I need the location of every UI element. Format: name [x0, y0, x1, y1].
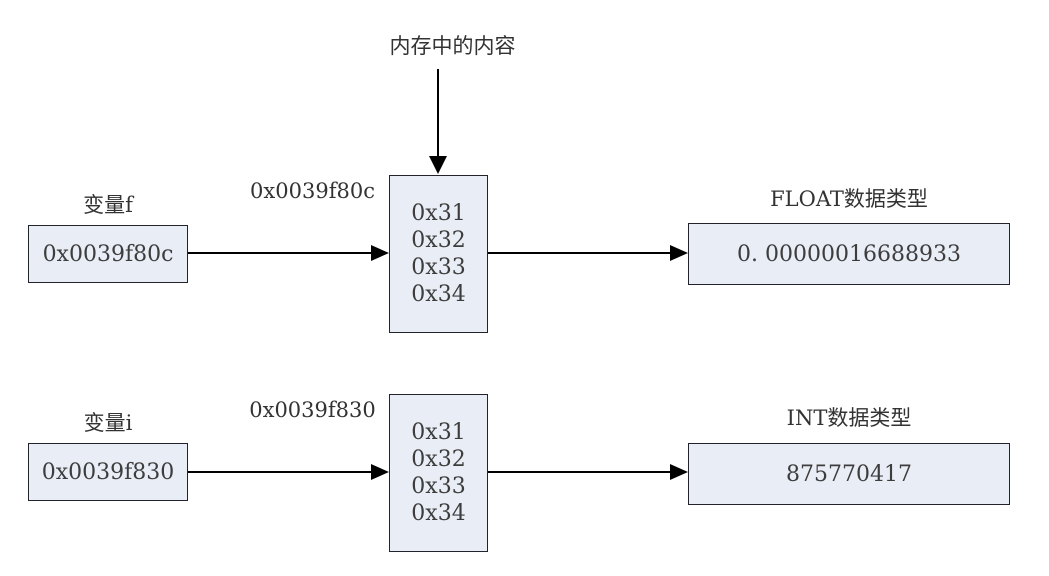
down-arrow-line	[437, 69, 439, 157]
arrow-head-i-to-memory-icon	[371, 464, 389, 480]
memory-address-label-f: 0x0039f80c	[250, 179, 375, 203]
var-f-label: 变量f	[83, 193, 133, 217]
memory-byte: 0x34	[411, 501, 466, 526]
arrow-head-f-to-memory-icon	[371, 245, 389, 261]
arrow-line-i-to-memory	[188, 471, 373, 473]
memory-box-i: 0x31 0x32 0x33 0x34	[389, 394, 488, 552]
memory-byte: 0x33	[411, 474, 466, 499]
var-i-address-box: 0x0039f830	[28, 443, 188, 501]
memory-byte: 0x33	[411, 255, 466, 280]
var-i-address-value: 0x0039f830	[41, 459, 175, 485]
arrow-head-memory-to-float-icon	[670, 245, 688, 261]
float-value: 0. 00000016688933	[737, 241, 961, 267]
memory-address-label-i: 0x0039f830	[249, 398, 376, 422]
arrow-line-memory-to-float	[488, 252, 671, 254]
float-type-label: FLOAT数据类型	[770, 187, 928, 211]
memory-byte: 0x31	[411, 420, 466, 445]
arrow-line-f-to-memory	[188, 252, 373, 254]
var-f-address-value: 0x0039f80c	[42, 241, 174, 267]
memory-byte: 0x34	[411, 282, 466, 307]
var-f-address-box: 0x0039f80c	[28, 225, 188, 283]
arrow-head-memory-to-int-icon	[670, 464, 688, 480]
int-value-box: 875770417	[688, 443, 1010, 505]
float-value-box: 0. 00000016688933	[688, 223, 1010, 285]
memory-byte: 0x32	[411, 447, 466, 472]
down-arrow-head-icon	[429, 156, 447, 174]
int-type-label: INT数据类型	[786, 406, 912, 430]
memory-box-f: 0x31 0x32 0x33 0x34	[389, 175, 488, 333]
var-i-label: 变量i	[83, 411, 133, 435]
memory-byte: 0x31	[411, 201, 466, 226]
int-value: 875770417	[786, 461, 912, 487]
memory-byte: 0x32	[411, 228, 466, 253]
arrow-line-memory-to-int	[488, 471, 671, 473]
memory-content-label: 内存中的内容	[389, 34, 516, 58]
